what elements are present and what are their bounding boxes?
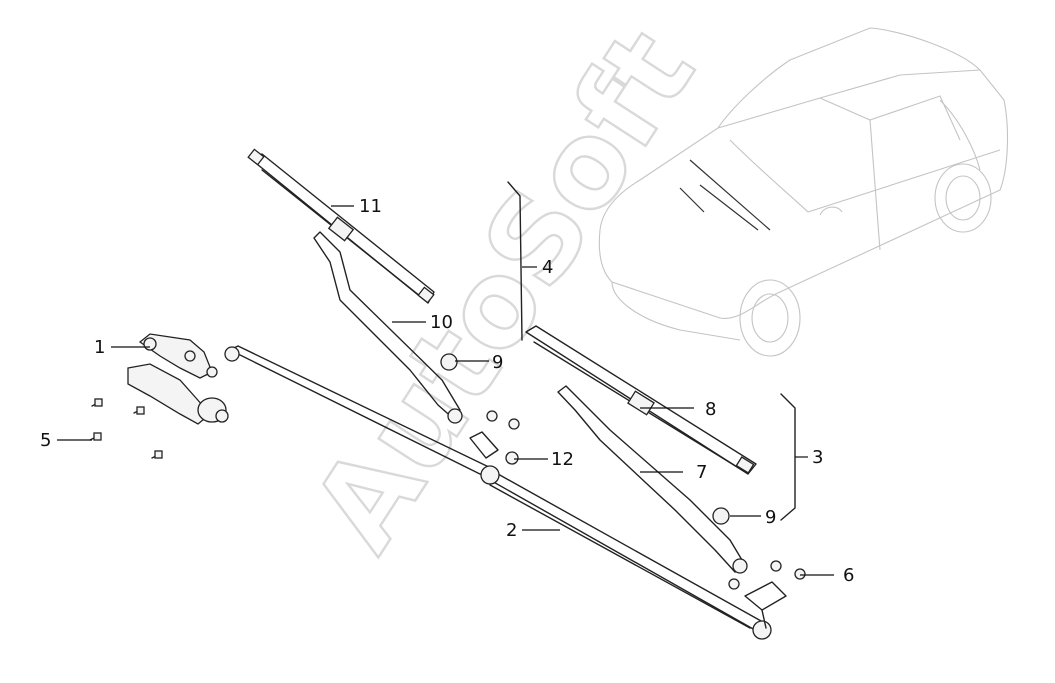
callout-6: 6 [843, 565, 854, 586]
wiper-linkage [224, 345, 787, 640]
callout-12: 12 [551, 449, 574, 470]
callout-5: 5 [40, 430, 51, 451]
callout-1: 1 [94, 337, 105, 358]
wiper-blade-right [525, 325, 757, 475]
bolts [89, 398, 163, 459]
leader-lines [57, 205, 834, 576]
callout-3: 3 [812, 447, 823, 468]
callout-9-upper: 9 [492, 352, 503, 373]
wiper-arm-right [557, 385, 748, 574]
wiper-arm-left [313, 231, 463, 424]
callout-7: 7 [696, 462, 707, 483]
callout-10: 10 [430, 312, 453, 333]
nuts [486, 410, 806, 590]
callout-11: 11 [359, 196, 382, 217]
assembly-bracket-3 [780, 393, 796, 521]
callout-2: 2 [506, 520, 517, 541]
callout-9-lower: 9 [765, 507, 776, 528]
wiper-motor [127, 333, 229, 425]
wiper-blade-left [247, 148, 435, 304]
nut-cap-lower [712, 507, 730, 525]
nut-cap-upper [440, 353, 458, 371]
callout-8: 8 [705, 399, 716, 420]
callout-4: 4 [542, 257, 553, 278]
car-locator-illustration [598, 27, 1009, 357]
assembly-bracket-4 [507, 181, 523, 341]
